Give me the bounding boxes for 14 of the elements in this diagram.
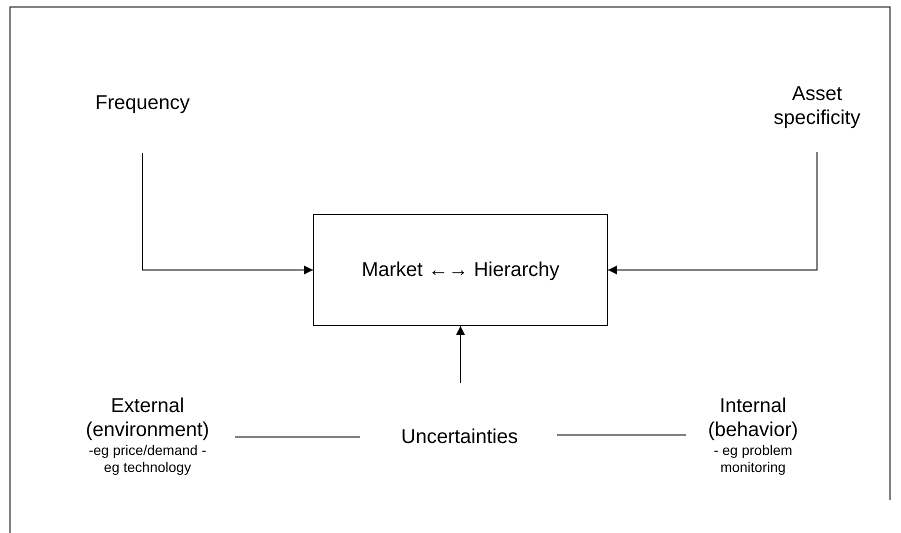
box-label: Market ←→ Hierarchy xyxy=(362,258,560,282)
factor-label: External (environment) xyxy=(84,394,210,442)
factor-label: Uncertainties xyxy=(401,425,518,449)
factor-label: Asset specificity xyxy=(772,82,862,130)
arrow xyxy=(456,326,465,384)
connector-line xyxy=(556,434,686,436)
arrow xyxy=(608,152,818,274)
arrow xyxy=(142,152,314,274)
factor-label: Internal (behavior) xyxy=(706,394,800,442)
process-box xyxy=(313,214,608,326)
connector-line xyxy=(234,436,360,438)
note-text: - eg problem monitoring xyxy=(712,442,794,476)
factor-label: Frequency xyxy=(95,91,190,115)
note-text: -eg price/demand - eg technology xyxy=(88,442,208,476)
